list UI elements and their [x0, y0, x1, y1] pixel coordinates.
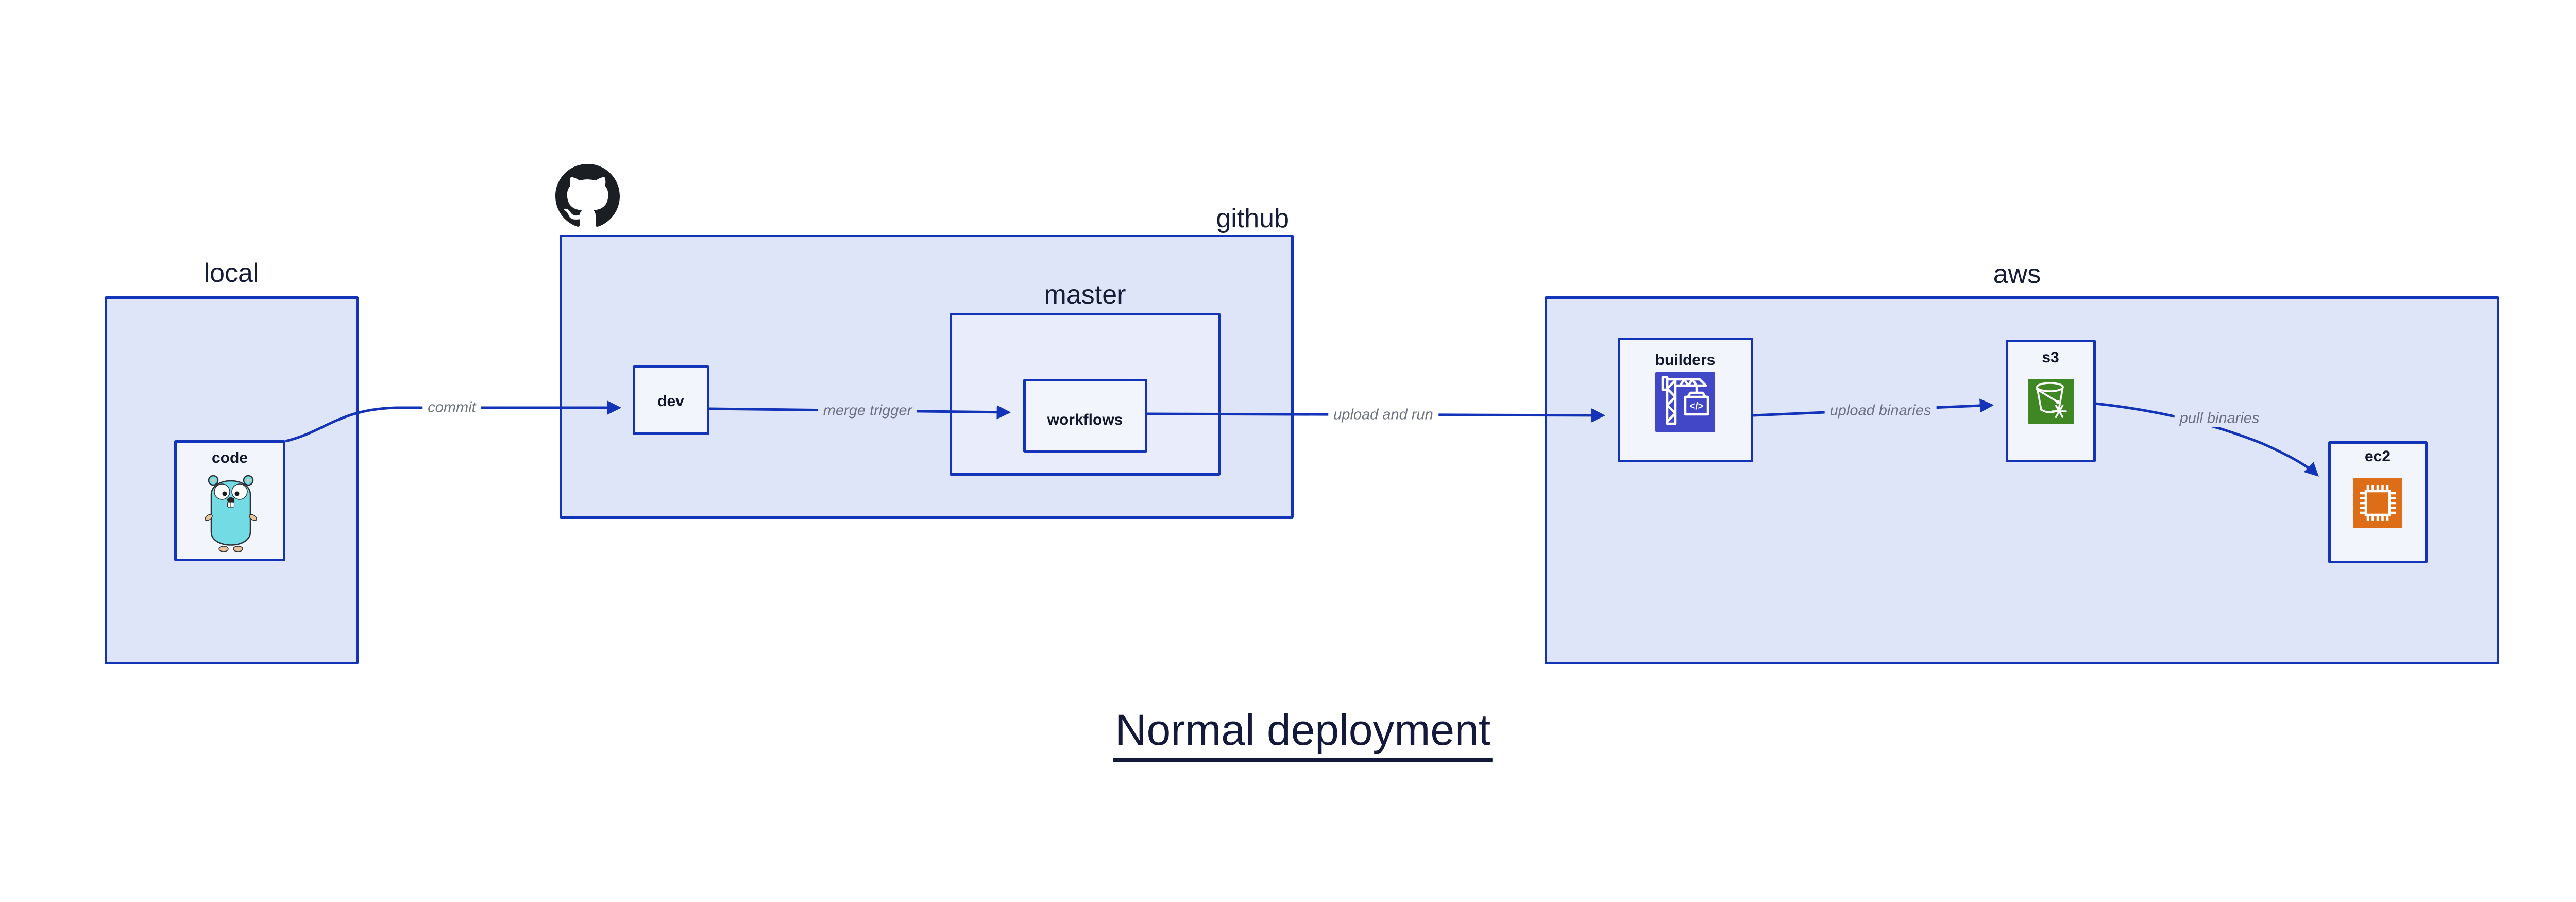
dev-box: [633, 365, 709, 435]
builders-label: builders: [1655, 352, 1716, 369]
upload-binaries-edge-label: upload binaries: [1824, 402, 1937, 420]
pull-binaries-edge-label: pull binaries: [2174, 410, 2265, 427]
commit-edge-label: commit: [422, 399, 481, 416]
workflows-box: [1023, 379, 1147, 453]
builders-box: [1618, 338, 1753, 462]
master-container-label: master: [1044, 280, 1126, 310]
s3-label: s3: [2042, 349, 2059, 366]
ec2-label: ec2: [2364, 448, 2391, 465]
github-container-label: github: [1216, 204, 1289, 233]
upload-and-run-edge-label: upload and run: [1328, 406, 1438, 424]
code-label: code: [211, 449, 248, 466]
dev-label: dev: [657, 393, 684, 410]
local-container-label: local: [204, 258, 259, 288]
github-octocat-icon: [555, 164, 620, 227]
aws-container-label: aws: [1993, 259, 2041, 289]
page-title: Normal deployment: [1113, 705, 1493, 762]
workflows-label: workflows: [1047, 411, 1123, 428]
merge-trigger-edge-label: merge trigger: [818, 402, 918, 420]
